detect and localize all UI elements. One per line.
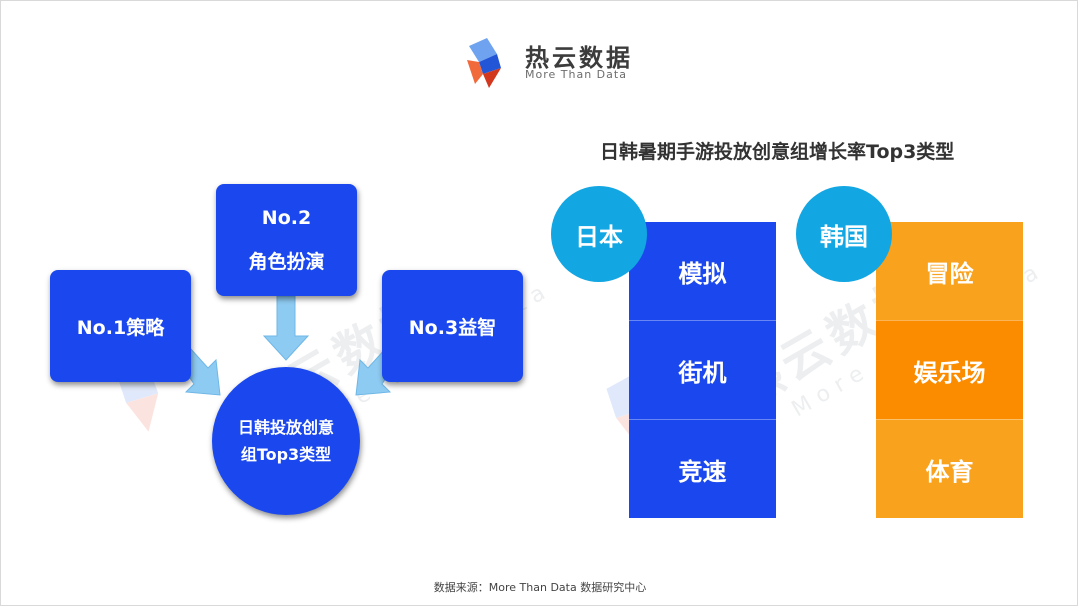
rank-3-number: No.3: [408, 316, 459, 339]
rank-2-number: No.2: [261, 207, 312, 229]
japan-column: 模拟 街机 竞速: [629, 222, 776, 518]
center-label: 日韩投放创意组Top3类型: [237, 418, 334, 464]
japan-type-3: 竞速: [629, 419, 776, 518]
panel-title: 日韩暑期手游投放创意组增长率Top3类型: [600, 141, 955, 163]
japan-type-2: 街机: [629, 320, 776, 419]
brand-logo: 热云数据 More Than Data: [463, 34, 630, 90]
data-source-footer: 数据来源：More Than Data 数据研究中心: [433, 581, 647, 594]
rank-box-3: No.3益智: [382, 270, 523, 382]
korea-type-3: 体育: [876, 419, 1023, 518]
logo-cube-icon: [467, 38, 501, 88]
arrow-down-icon: [262, 295, 310, 361]
logo-tagline: More Than Data: [525, 68, 627, 81]
korea-type-2: 娱乐场: [876, 320, 1023, 419]
center-circle: 日韩投放创意组Top3类型: [212, 367, 360, 515]
korea-column: 冒险 娱乐场 体育: [876, 222, 1023, 518]
rank-1-label: 策略: [126, 316, 165, 339]
japan-type-1: 模拟: [678, 259, 727, 288]
japan-badge: 日本: [551, 186, 647, 282]
korea-type-1: 冒险: [925, 259, 974, 288]
rank-box-1: No.1策略: [50, 270, 191, 382]
rank-2-label: 角色扮演: [248, 251, 325, 273]
rank-1-number: No.1: [76, 316, 127, 339]
rank-3-label: 益智: [458, 316, 497, 339]
korea-badge: 韩国: [796, 186, 892, 282]
logo-name: 热云数据: [525, 44, 633, 72]
rank-box-2: No.2 角色扮演: [216, 184, 357, 296]
